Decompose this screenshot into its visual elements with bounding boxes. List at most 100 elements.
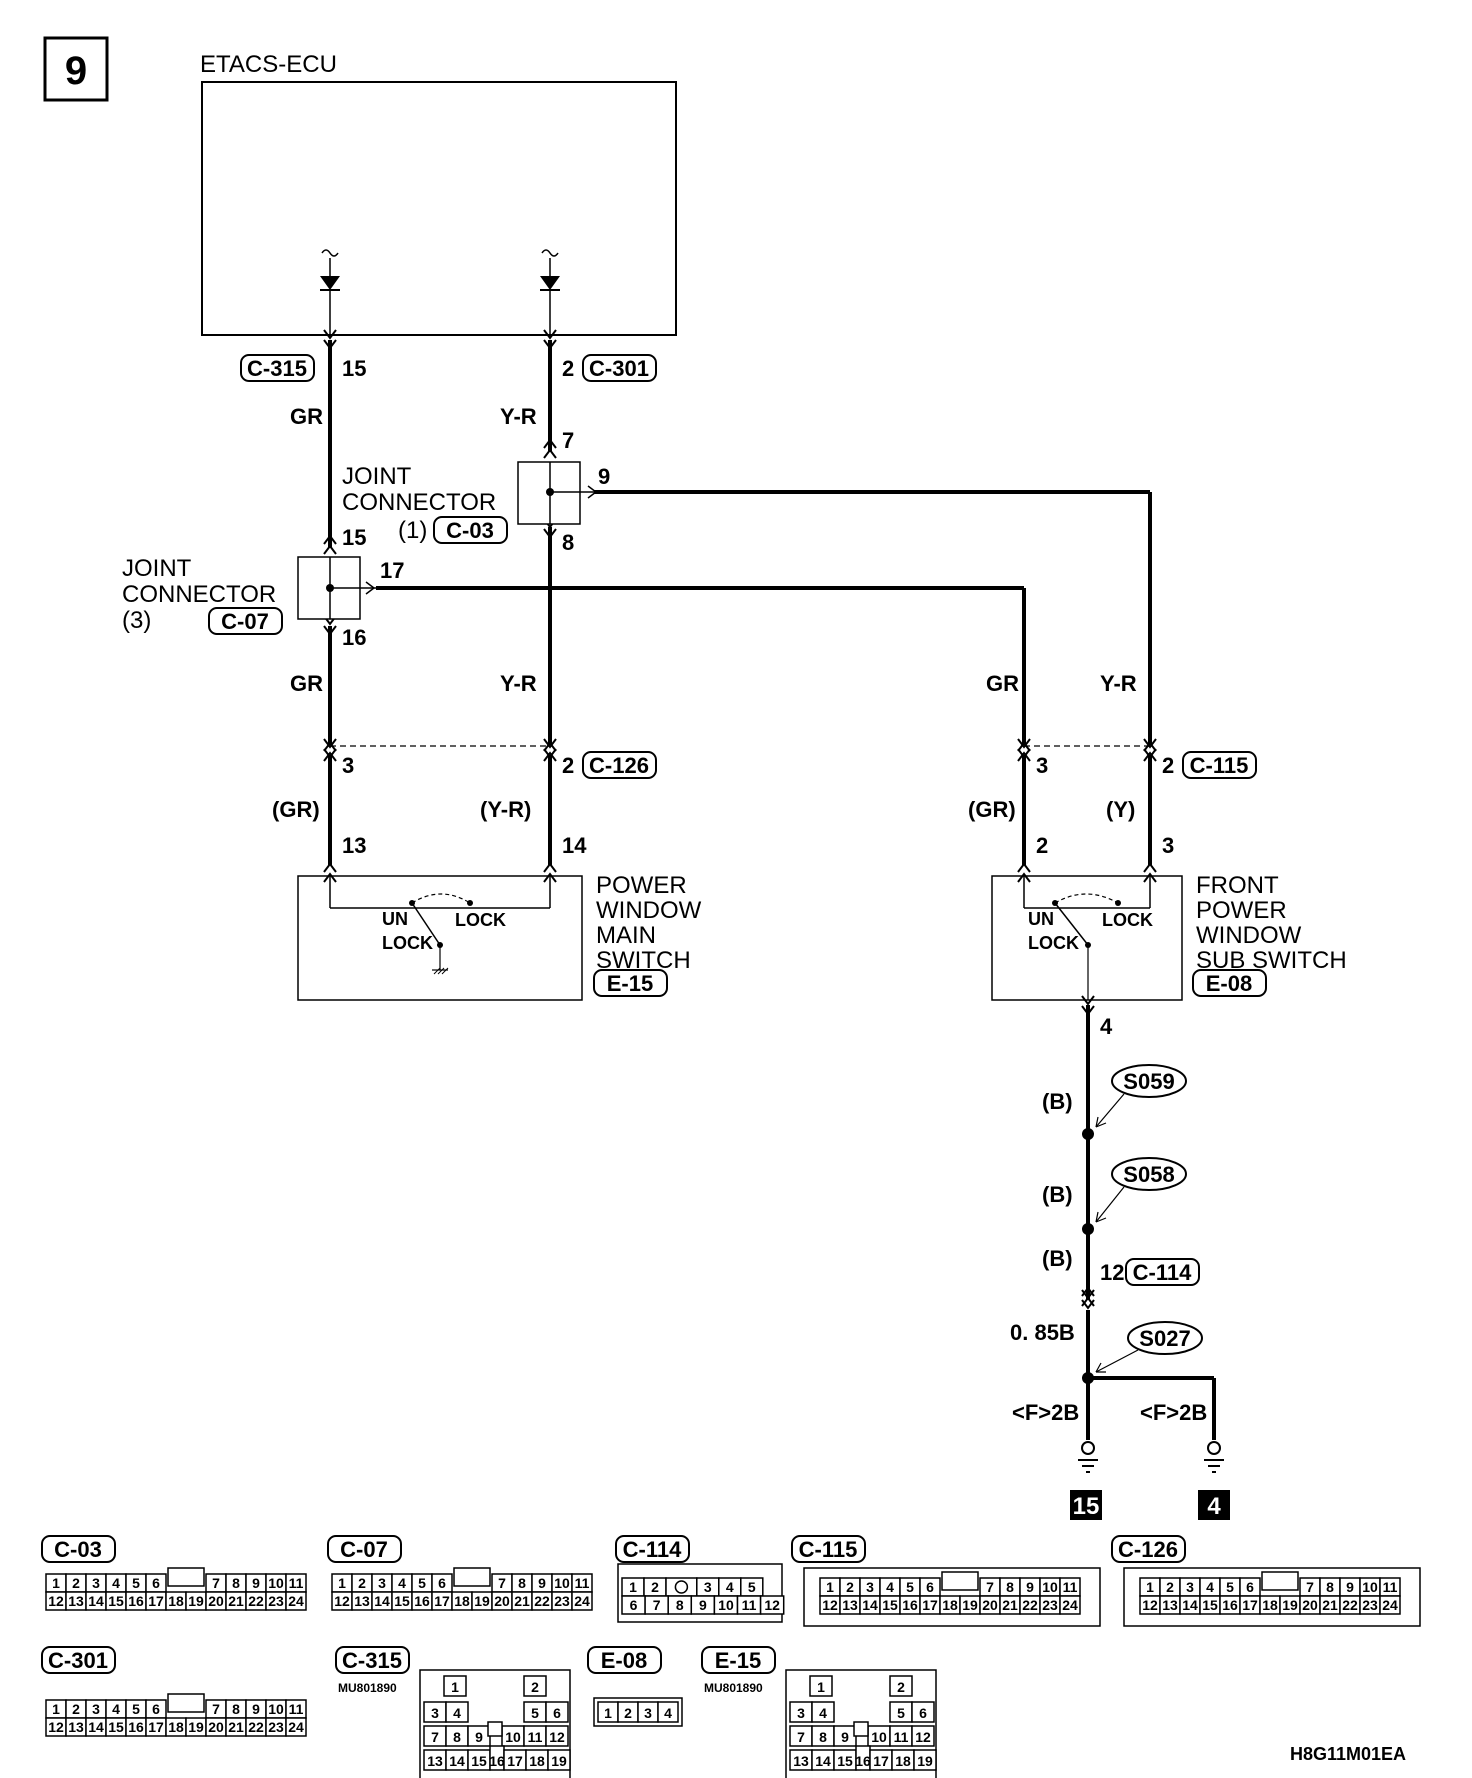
pin-cell: 22: [1339, 1595, 1361, 1615]
pinout-c126-label: C-126: [1118, 1537, 1178, 1562]
pin-cell: 15: [1199, 1595, 1221, 1615]
pin-cell: 2: [889, 1675, 913, 1697]
svg-text:4: 4: [726, 1579, 734, 1595]
svg-text:4: 4: [664, 1705, 672, 1721]
pin-cell: 6: [431, 1573, 453, 1593]
pin-cell: 8: [811, 1725, 835, 1747]
svg-text:4: 4: [112, 1701, 120, 1717]
pin-cell: 10: [1039, 1577, 1061, 1597]
pin-cell: 21: [225, 1591, 247, 1611]
svg-text:4: 4: [112, 1575, 120, 1591]
svg-text:E-15: E-15: [607, 971, 653, 996]
pin-cell: 3: [859, 1577, 881, 1597]
wire-label-f2b: <F>2B: [1140, 1400, 1207, 1425]
svg-text:6: 6: [926, 1579, 934, 1595]
main-switch-line1: POWER: [596, 872, 687, 899]
pin-cell: 1: [443, 1675, 467, 1697]
pin-cell: 10: [265, 1573, 287, 1593]
pin-cell: 21: [1319, 1595, 1341, 1615]
svg-text:2: 2: [897, 1679, 905, 1695]
svg-text:3: 3: [704, 1579, 712, 1595]
main-switch-box: [297, 875, 583, 1001]
svg-text:S027: S027: [1139, 1326, 1190, 1351]
pin-cell: 8: [667, 1595, 693, 1615]
svg-text:24: 24: [1382, 1597, 1398, 1613]
pin-cell: 18: [891, 1749, 915, 1771]
wire-label-b: (B): [1042, 1089, 1073, 1114]
pin-cell: 15: [391, 1591, 413, 1611]
pin-cell: 14: [371, 1591, 393, 1611]
pin-cell: 17: [919, 1595, 941, 1615]
svg-text:6: 6: [1246, 1579, 1254, 1595]
pin-cell: 4: [105, 1699, 127, 1719]
pin-cell: 3: [371, 1573, 393, 1593]
wire-label-yr: Y-R: [500, 671, 537, 696]
pinout-c03-label: C-03: [54, 1537, 102, 1562]
sub-switch-line3: WINDOW: [1196, 922, 1302, 949]
svg-text:10: 10: [1042, 1579, 1058, 1595]
svg-text:11: 11: [575, 1575, 590, 1591]
pin-cell: 19: [471, 1591, 493, 1611]
ecu-diode-right: [540, 249, 560, 335]
pin-cell: 8: [445, 1725, 469, 1747]
svg-text:2: 2: [72, 1701, 80, 1717]
svg-text:18: 18: [168, 1719, 184, 1735]
pinout-c115-label: C-115: [799, 1537, 858, 1562]
pin-cell: 5: [523, 1701, 547, 1723]
main-switch-lock2: LOCK: [455, 910, 506, 930]
svg-text:16: 16: [902, 1597, 918, 1613]
pin-cell: 4: [657, 1701, 679, 1723]
pin-cell: 1: [1139, 1577, 1161, 1597]
svg-text:6: 6: [630, 1597, 638, 1613]
svg-text:15: 15: [1202, 1597, 1218, 1613]
page-number: 9: [65, 49, 87, 93]
conn-label-c115: C-115: [1182, 751, 1257, 779]
pin-17: 17: [380, 558, 404, 583]
svg-text:7: 7: [498, 1575, 506, 1591]
pin-cell: 6: [145, 1573, 167, 1593]
pin-cell: 21: [511, 1591, 533, 1611]
svg-text:22: 22: [534, 1593, 550, 1609]
pin-cell: 2: [617, 1701, 639, 1723]
svg-text:23: 23: [268, 1719, 284, 1735]
svg-text:1: 1: [604, 1705, 612, 1721]
pin-cell: 6: [911, 1701, 935, 1723]
pin-cell: 20: [205, 1591, 227, 1611]
svg-text:13: 13: [354, 1593, 370, 1609]
pin-cell: 17: [1239, 1595, 1261, 1615]
pin-cell: 9: [1019, 1577, 1041, 1597]
pin-cell: 13: [789, 1749, 813, 1771]
pin-cell: 12: [911, 1725, 935, 1747]
joint-connector-3: [297, 556, 376, 620]
conn-label-e15: E-15: [593, 969, 668, 997]
svg-text:4: 4: [398, 1575, 406, 1591]
svg-text:2: 2: [651, 1579, 659, 1595]
pin-cell: 10: [265, 1699, 287, 1719]
svg-text:2: 2: [72, 1575, 80, 1591]
svg-text:19: 19: [188, 1593, 204, 1609]
wire-label-yr: Y-R: [1100, 671, 1137, 696]
svg-text:17: 17: [873, 1753, 889, 1769]
svg-text:9: 9: [699, 1597, 707, 1613]
svg-text:17: 17: [507, 1753, 523, 1769]
pin-cell: 14: [859, 1595, 881, 1615]
svg-text:4: 4: [453, 1705, 461, 1721]
ground-symbol: [1077, 1441, 1099, 1473]
svg-text:4: 4: [819, 1705, 827, 1721]
svg-text:19: 19: [962, 1597, 978, 1613]
svg-text:4: 4: [886, 1579, 894, 1595]
pin-cell: 7: [644, 1595, 669, 1615]
pin-12: 12: [1100, 1260, 1124, 1285]
svg-text:10: 10: [268, 1701, 284, 1717]
pin-4: 4: [1100, 1014, 1113, 1039]
svg-text:1: 1: [451, 1679, 459, 1695]
pin-cell: 6: [545, 1701, 569, 1723]
svg-text:2: 2: [624, 1705, 632, 1721]
pin-cell: 9: [690, 1595, 716, 1615]
pin-cell: 3: [637, 1701, 659, 1723]
pin-cell: 7: [423, 1725, 447, 1747]
pin-13: 13: [342, 833, 366, 858]
pin-cell: 11: [1379, 1577, 1401, 1597]
pin-cell: 3: [1179, 1577, 1201, 1597]
pin-cell: 3: [789, 1701, 813, 1723]
